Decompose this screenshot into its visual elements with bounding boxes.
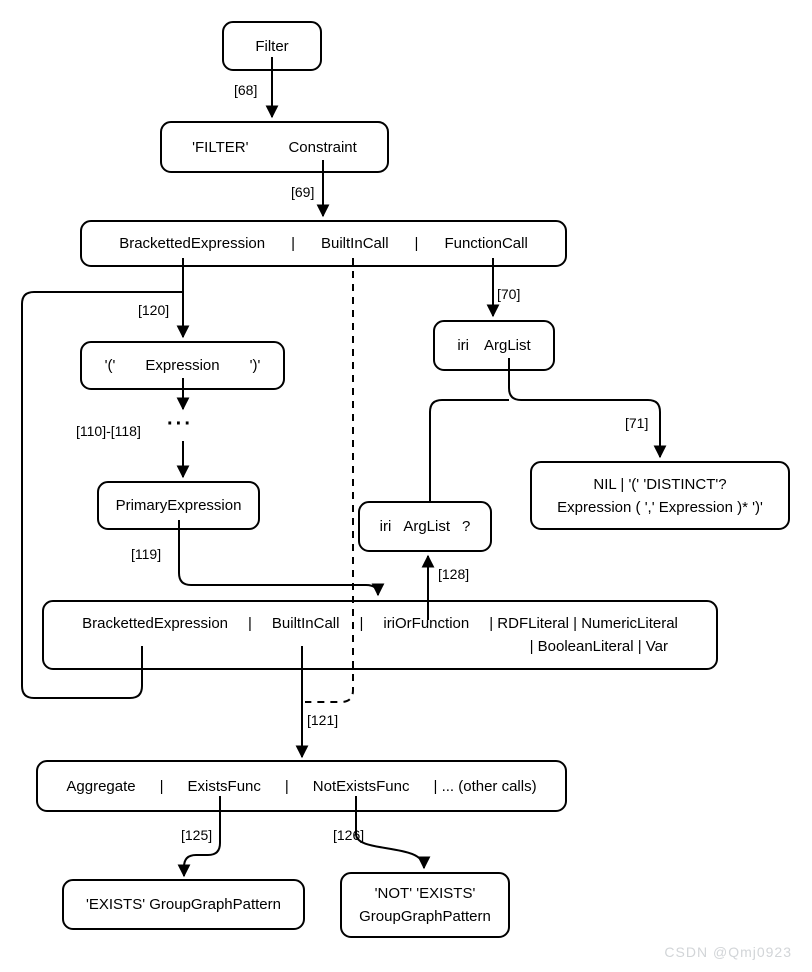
pipe-separator: | [359, 615, 364, 632]
pipe-separator: | [284, 777, 289, 795]
node-filter-rule: 'FILTER' Constraint [160, 121, 389, 173]
alt-other-calls: | ... (other calls) [433, 777, 537, 795]
rule-number-128: [128] [438, 566, 470, 582]
primary-alternatives-line1: BrackettedExpression | BuiltInCall | iri… [82, 612, 678, 635]
pipe-separator: | [291, 235, 295, 252]
nonterminal-constraint: Constraint [288, 138, 357, 156]
node-filter: Filter [222, 21, 322, 71]
node-primary-alternatives: BrackettedExpression | BuiltInCall | iri… [42, 600, 718, 670]
alt-brackettedexpression: BrackettedExpression [82, 615, 229, 632]
rule-number-126: [126] [333, 827, 365, 843]
node-arglist-rule: NIL | '(' 'DISTINCT'? Expression ( ',' E… [530, 461, 790, 530]
rule-number-68: [68] [234, 82, 258, 98]
node-iri-arglist: iri ArgList [433, 320, 555, 371]
node-exists-func: 'EXISTS' GroupGraphPattern [62, 879, 305, 930]
csdn-watermark: CSDN @Qmj0923 [664, 944, 792, 960]
pipe-separator: | [248, 615, 252, 632]
alt-brackettedexpression: BrackettedExpression [119, 235, 266, 252]
edge-119 [178, 520, 385, 597]
nonterminal-iri: iri [457, 337, 469, 354]
alt-builtincall: BuiltInCall [271, 615, 340, 632]
node-builtincall-alternatives: Aggregate | ExistsFunc | NotExistsFunc |… [36, 760, 567, 812]
nonterminal-expression: Expression [145, 357, 220, 374]
node-bracketted-expression-rule: '(' Expression ')' [80, 341, 285, 390]
node-exists-func-label: 'EXISTS' GroupGraphPattern [86, 896, 281, 913]
alt-functioncall: FunctionCall [444, 235, 528, 252]
alt-builtincall: BuiltInCall [321, 235, 389, 252]
node-primary-expression-label: PrimaryExpression [115, 497, 242, 514]
rule-number-69: [69] [291, 184, 315, 200]
optional-marker: ? [462, 518, 471, 535]
node-constraint-alternatives: BrackettedExpression | BuiltInCall | Fun… [80, 220, 567, 267]
nonterminal-arglist: ArgList [483, 337, 531, 354]
alt-literals: | RDFLiteral | NumericLiteral [489, 615, 678, 632]
pipe-separator: | [414, 235, 419, 252]
node-iri-arglist-optional: iri ArgList ? [358, 501, 492, 552]
node-filter-label: Filter [255, 37, 289, 55]
terminal-open-paren: '(' [104, 357, 116, 374]
rule-number-70: [70] [497, 286, 521, 302]
arglist-rule-line2: Expression ( ',' Expression )* ')' [557, 498, 763, 516]
terminal-filter: 'FILTER' [192, 138, 249, 156]
terminal-close-paren: ')' [249, 357, 261, 374]
node-primary-expression: PrimaryExpression [97, 481, 260, 530]
node-not-exists-func: 'NOT' 'EXISTS' GroupGraphPattern [340, 872, 510, 938]
edge-71 [508, 358, 667, 459]
rule-number-71: [71] [625, 415, 649, 431]
alt-notexistsfunc: NotExistsFunc [312, 777, 410, 795]
nonterminal-iri: iri [379, 518, 392, 535]
arglist-rule-line1: NIL | '(' 'DISTINCT'? [593, 475, 727, 493]
rule-number-125: [125] [181, 827, 213, 843]
alt-aggregate: Aggregate [66, 777, 136, 795]
alt-irioffunction: iriOrFunction [383, 615, 470, 632]
primary-alternatives-line2: | BooleanLiteral | Var [529, 638, 668, 655]
rule-number-121: [121] [307, 712, 339, 728]
not-exists-line2: GroupGraphPattern [359, 908, 491, 925]
edge-arglist-shared [429, 399, 509, 501]
not-exists-line1: 'NOT' 'EXISTS' [374, 885, 476, 902]
rule-range-110-118: [110]-[118] [76, 423, 141, 439]
ellipsis-dots: ··· [167, 413, 193, 435]
nonterminal-arglist: ArgList [403, 518, 450, 535]
rule-number-119: [119] [131, 546, 162, 562]
pipe-separator: | [159, 777, 164, 795]
rule-number-120: [120] [138, 302, 170, 318]
alt-existsfunc: ExistsFunc [187, 777, 261, 795]
